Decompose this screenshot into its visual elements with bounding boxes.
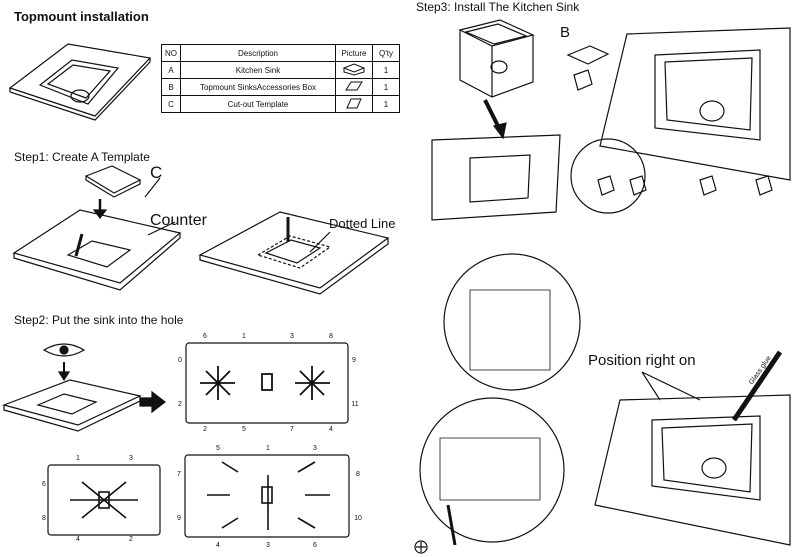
- overview-sink: [8, 43, 152, 121]
- clip-panel-3: [184, 454, 350, 538]
- panel3-clip-number: 3: [313, 445, 317, 452]
- panel2-arrows: [70, 481, 138, 519]
- step1-dotted-counter: [198, 211, 390, 295]
- position-right-on-label: Position right on: [588, 352, 696, 369]
- panel3-clip-number: 10: [354, 515, 362, 522]
- panel2-clip-number: 6: [42, 481, 46, 488]
- clip-panel-1: [185, 342, 349, 424]
- panel3-clip-number: 9: [177, 515, 181, 522]
- step2-heading: Step2: Put the sink into the hole: [14, 313, 184, 327]
- row-qty: 1: [372, 95, 400, 113]
- panel2-clip-number: 2: [129, 536, 133, 543]
- step3-sink: [458, 19, 535, 140]
- accessory-box: [566, 45, 610, 91]
- panel1-clip-number: 2: [203, 426, 207, 433]
- detail-circle-3: [419, 397, 565, 543]
- kitchen-sink-icon: [335, 61, 373, 79]
- cutout-template-icon: [335, 95, 373, 113]
- table-row: A Kitchen Sink 1: [161, 61, 400, 79]
- panel1-clip-number: 3: [290, 333, 294, 340]
- panel1-clip-number: 7: [290, 426, 294, 433]
- clip-panel-2: [47, 464, 161, 536]
- panel1-clip-number: 11: [351, 401, 358, 408]
- counter-label: Counter: [150, 212, 207, 229]
- panel2-clip-number: 1: [76, 455, 80, 462]
- panel2-clip-number: 4: [76, 536, 80, 543]
- panel3-clip-number: 1: [266, 445, 270, 452]
- panel1-clip-number: 8: [329, 333, 333, 340]
- step1-heading: Step1: Create A Template: [14, 150, 150, 164]
- detail-circle-2: [443, 253, 581, 391]
- parts-table: NO Description Picture Q'ty A Kitchen Si…: [161, 44, 400, 113]
- panel3-arrows: [207, 461, 330, 530]
- page-title: Topmount installation: [14, 9, 149, 24]
- step2-eye-counter: [2, 343, 166, 432]
- panel3-clip-number: 7: [177, 471, 181, 478]
- final-sink-position: [594, 350, 791, 546]
- step1-counter: [12, 165, 182, 291]
- detail-circle-1: [570, 138, 646, 214]
- table-row: B Topmount SinksAccessories Box 1: [161, 78, 400, 96]
- step3-big-counter: [599, 27, 791, 181]
- panel1-clip-number: 0: [178, 357, 182, 364]
- screwdriver-head-icon: [414, 540, 428, 554]
- step3-heading: Step3: Install The Kitchen Sink: [416, 0, 580, 14]
- step3-cutout-counter: [431, 134, 561, 221]
- clip-row: [597, 175, 773, 196]
- panel3-clip-number: 6: [313, 542, 317, 549]
- panel1-clip-number: 5: [242, 426, 246, 433]
- panel3-clip-number: 4: [216, 542, 220, 549]
- table-row: C Cut-out Template 1: [161, 95, 400, 113]
- row-qty: 1: [372, 78, 400, 96]
- panel1-clip-number: 6: [203, 333, 207, 340]
- panel1-clip-number: 2: [178, 401, 182, 408]
- panel1-arrows: [200, 366, 330, 400]
- panel1-clip-number: 1: [242, 333, 246, 340]
- panel1-clip-number: 9: [352, 357, 356, 364]
- panel1-clip-number: 4: [329, 426, 333, 433]
- panel3-clip-number: 5: [216, 445, 220, 452]
- panel3-clip-number: 3: [266, 542, 270, 549]
- panel3-clip-number: 8: [356, 471, 360, 478]
- panel2-clip-number: 8: [42, 515, 46, 522]
- template-c-label: C: [150, 163, 163, 182]
- panel2-clip-number: 3: [129, 455, 133, 462]
- accessory-b-label: B: [560, 24, 571, 41]
